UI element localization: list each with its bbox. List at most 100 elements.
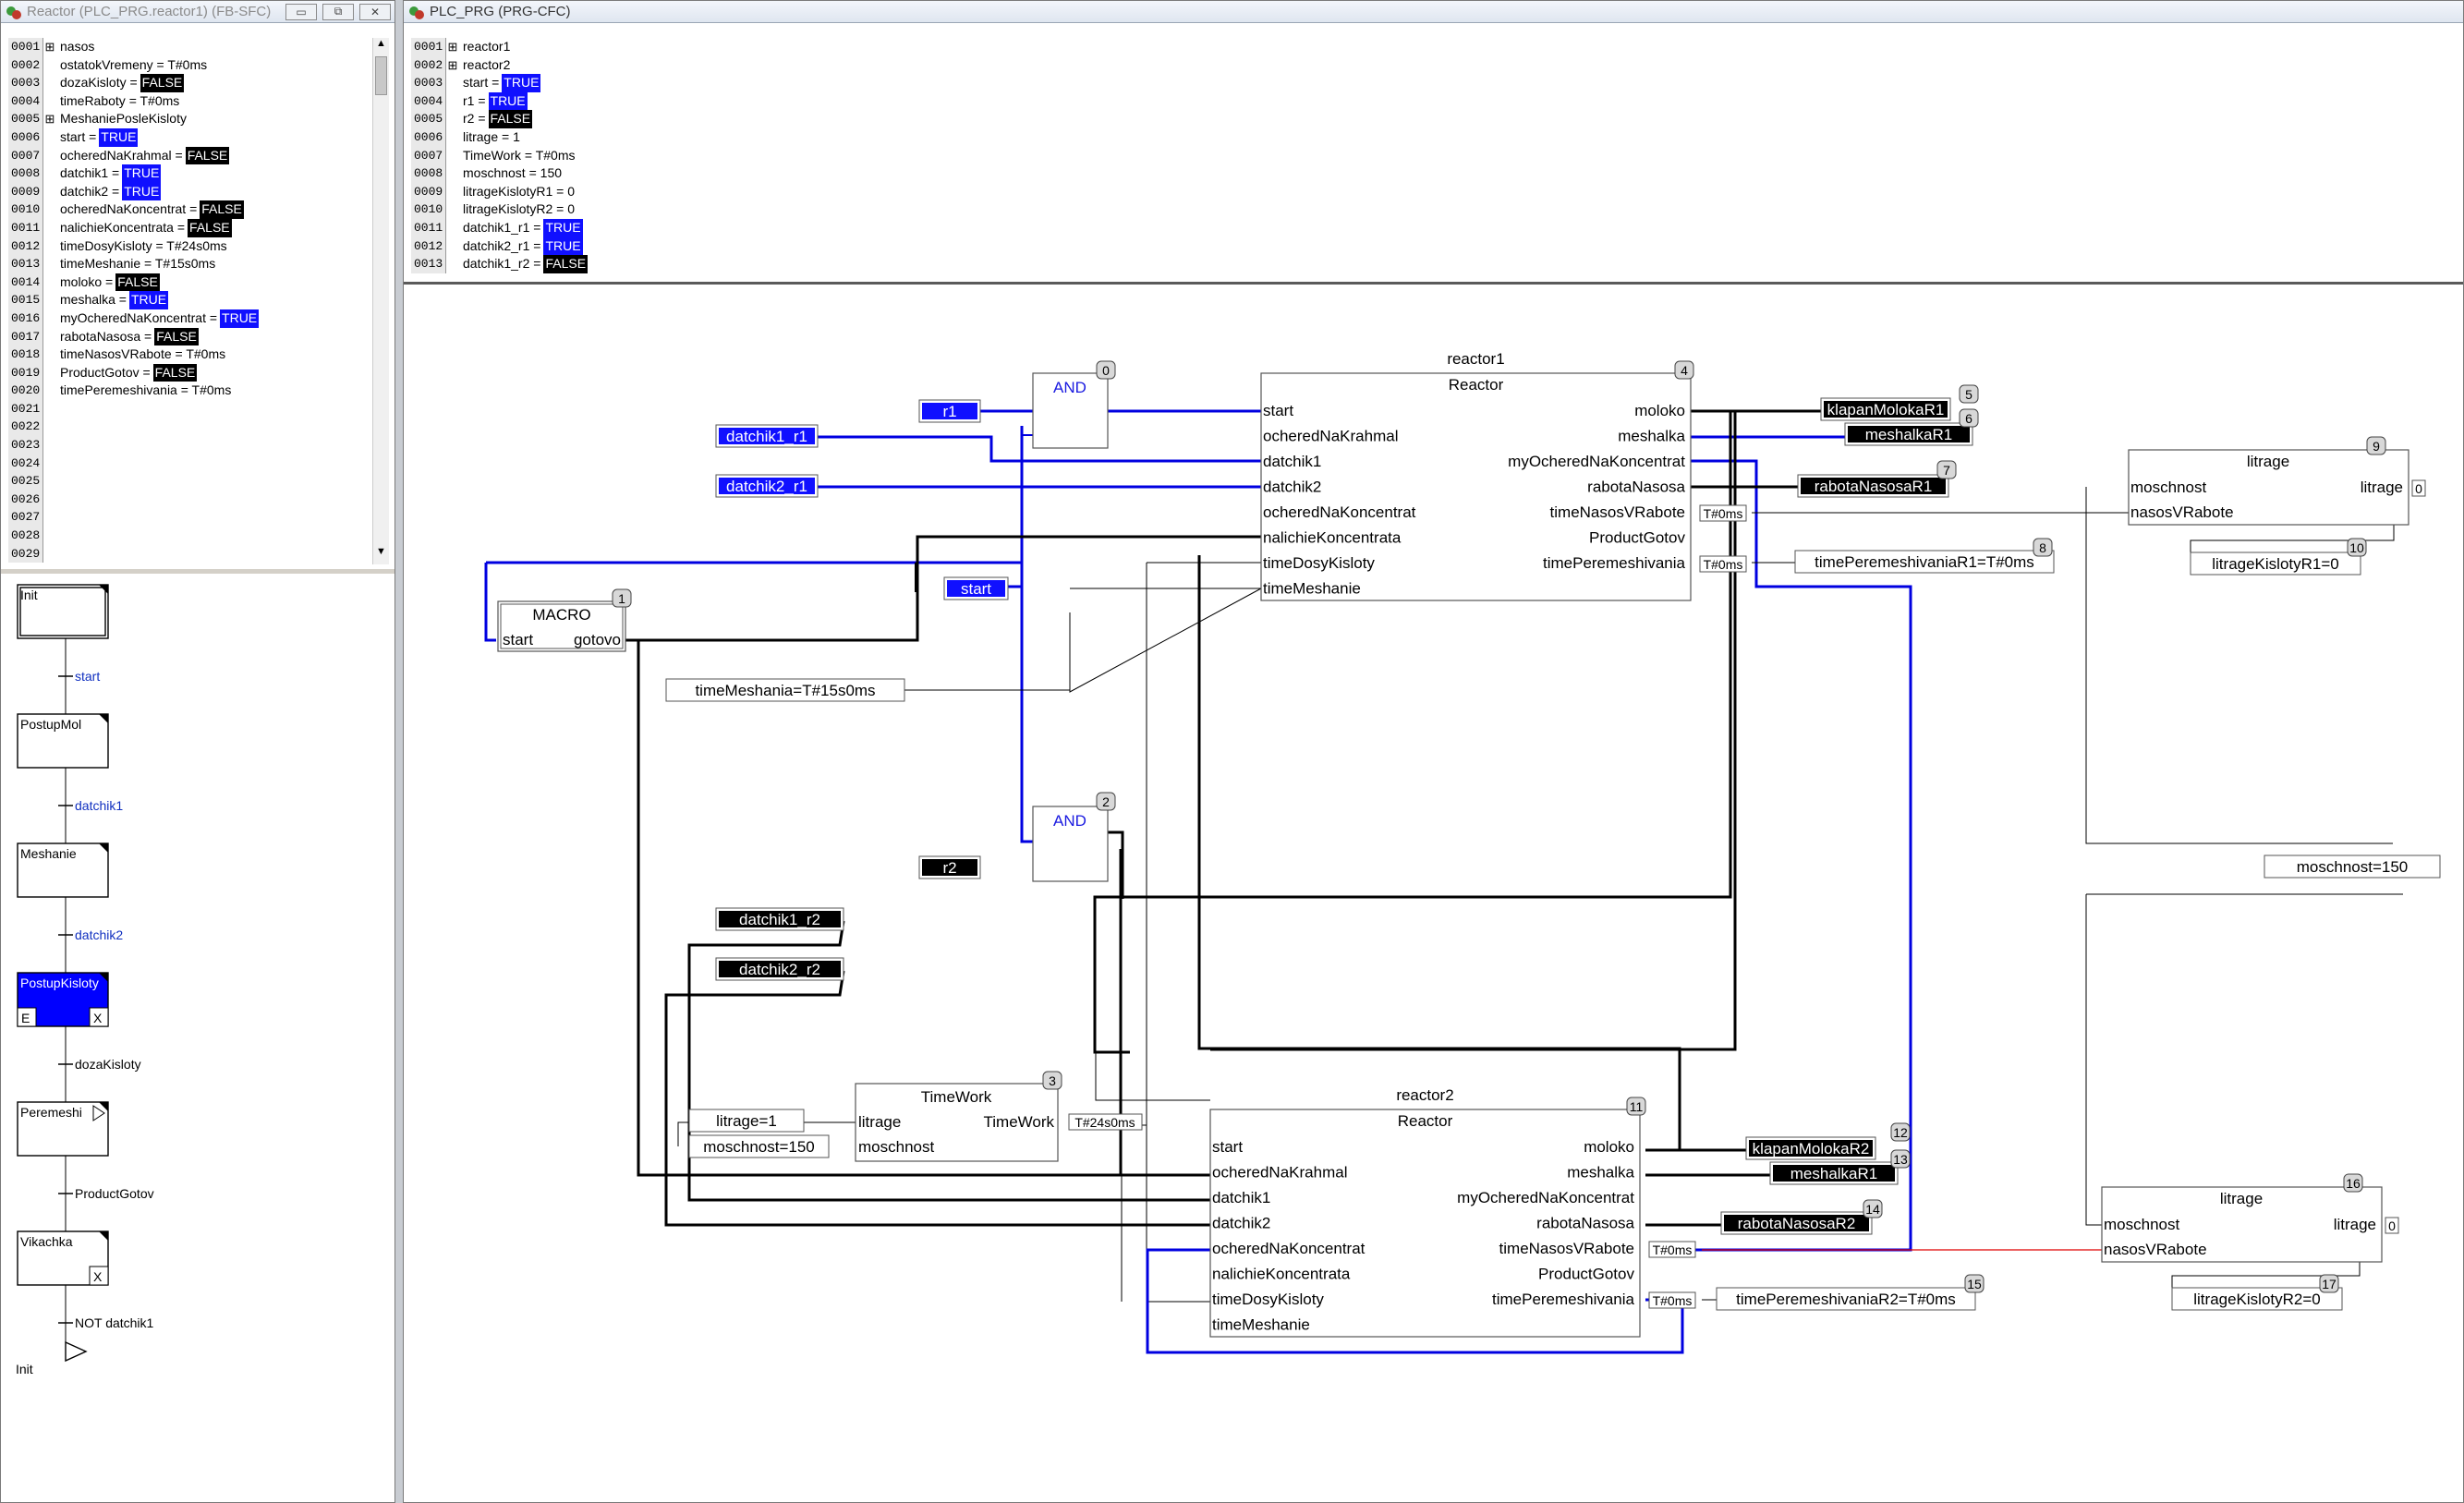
output-var-litrageKislotyR1[interactable] <box>2190 552 2361 576</box>
var-value-badge[interactable]: TRUE <box>543 218 583 237</box>
expand-icon[interactable]: ⊞ <box>44 40 55 54</box>
and2-block[interactable] <box>1032 806 1109 882</box>
var-value-badge[interactable]: FALSE <box>152 363 198 382</box>
sfc-var-row[interactable]: 0028 <box>8 527 370 545</box>
var-value-badge[interactable]: TRUE <box>122 164 162 183</box>
cfc-divider[interactable] <box>404 282 2463 285</box>
timework-block[interactable] <box>855 1083 1059 1162</box>
input-var-moschnost[interactable] <box>688 1134 830 1158</box>
sfc-step-meshanie[interactable] <box>17 842 109 898</box>
pane-splitter[interactable] <box>1 569 394 574</box>
reactor2-block[interactable] <box>1209 1109 1641 1338</box>
sfc-step-init[interactable] <box>17 584 109 639</box>
sfc-var-row[interactable]: 0027 <box>8 508 370 527</box>
scroll-down-arrow[interactable]: ▼ <box>376 546 386 557</box>
sfc-var-row[interactable]: 0024 <box>8 454 370 473</box>
sfc-var-row[interactable]: 0025 <box>8 472 370 491</box>
and1-block[interactable] <box>1032 372 1109 449</box>
litrage2-value-box <box>2385 1217 2399 1234</box>
input-var-litrage[interactable] <box>688 1109 805 1133</box>
output-var-litrageKislotyR2[interactable] <box>2171 1287 2343 1311</box>
restore-button[interactable]: ⧉ <box>322 3 354 20</box>
var-value-badge[interactable]: FALSE <box>188 218 232 237</box>
cfc-window-titlebar[interactable]: PLC_PRG (PRG-CFC) <box>404 1 2463 23</box>
output-var-timePeremeshivaniaR2[interactable] <box>1716 1287 1976 1311</box>
cfc-diagram[interactable]: reactor1Reactor4startocheredNaKrahmaldat… <box>404 285 2463 1502</box>
expand-icon[interactable]: ⊞ <box>44 112 55 127</box>
reactor1-block[interactable] <box>1260 372 1692 601</box>
close-button[interactable]: ✕ <box>359 3 391 20</box>
expand-icon[interactable]: ⊞ <box>447 57 458 72</box>
sfc-var-row[interactable]: 0026 <box>8 490 370 509</box>
output-var-timePeremeshivaniaR1[interactable] <box>1794 550 2055 574</box>
input-var-moschnost-right[interactable] <box>2264 855 2441 879</box>
litrage2-block[interactable] <box>2101 1186 2383 1263</box>
line-number: 0002 <box>411 55 446 75</box>
expand-icon[interactable]: ⊞ <box>447 40 458 54</box>
var-value-badge[interactable]: FALSE <box>185 146 230 165</box>
var-value-badge[interactable]: TRUE <box>488 91 528 111</box>
var-value-badge[interactable]: FALSE <box>488 110 533 128</box>
sfc-var-row[interactable]: 0022 <box>8 418 370 437</box>
scroll-up-arrow[interactable]: ▲ <box>376 38 386 49</box>
sfc-var-row[interactable]: 0029 <box>8 544 370 564</box>
litrage1-block[interactable] <box>2128 449 2409 526</box>
cfc-var-row[interactable]: 0002⊞reactor2 <box>411 55 1058 75</box>
vertical-scrollbar[interactable]: ▲ ▼ <box>372 38 389 564</box>
sfc-step-postupmol[interactable] <box>17 713 109 769</box>
var-value-badge[interactable]: FALSE <box>115 273 160 292</box>
sfc-var-row[interactable]: 0001⊞nasos <box>8 38 370 56</box>
minimize-button[interactable]: ▭ <box>285 3 317 20</box>
var-value-badge[interactable]: FALSE <box>200 200 244 219</box>
var-value-badge[interactable]: FALSE <box>543 255 589 273</box>
var-value-badge[interactable]: TRUE <box>122 182 162 201</box>
sfc-var-row[interactable]: 0023 <box>8 436 370 455</box>
sfc-var-row[interactable]: 0005⊞MeshaniePosleKisloty <box>8 110 370 128</box>
scroll-thumb[interactable] <box>375 56 387 95</box>
sfc-window-titlebar[interactable]: Reactor (PLC_PRG.reactor1) (FB-SFC) ▭ ⧉ … <box>1 1 394 23</box>
var-value-badge[interactable]: TRUE <box>543 236 583 256</box>
window-splitter[interactable] <box>395 0 403 1503</box>
sfc-var-row[interactable]: 0021 <box>8 399 370 418</box>
var-value-badge[interactable]: TRUE <box>128 291 169 309</box>
var-value-badge[interactable]: TRUE <box>220 309 260 328</box>
var-value-badge[interactable]: FALSE <box>154 327 199 346</box>
var-value-badge[interactable]: FALSE <box>140 74 185 92</box>
var-value-badge[interactable]: TRUE <box>502 74 541 92</box>
cfc-var-row[interactable]: 0001⊞reactor1 <box>411 38 1058 56</box>
input-var-timeMeshania[interactable] <box>665 678 905 702</box>
macro-block[interactable] <box>497 600 626 652</box>
var-value-badge[interactable]: TRUE <box>99 127 139 147</box>
